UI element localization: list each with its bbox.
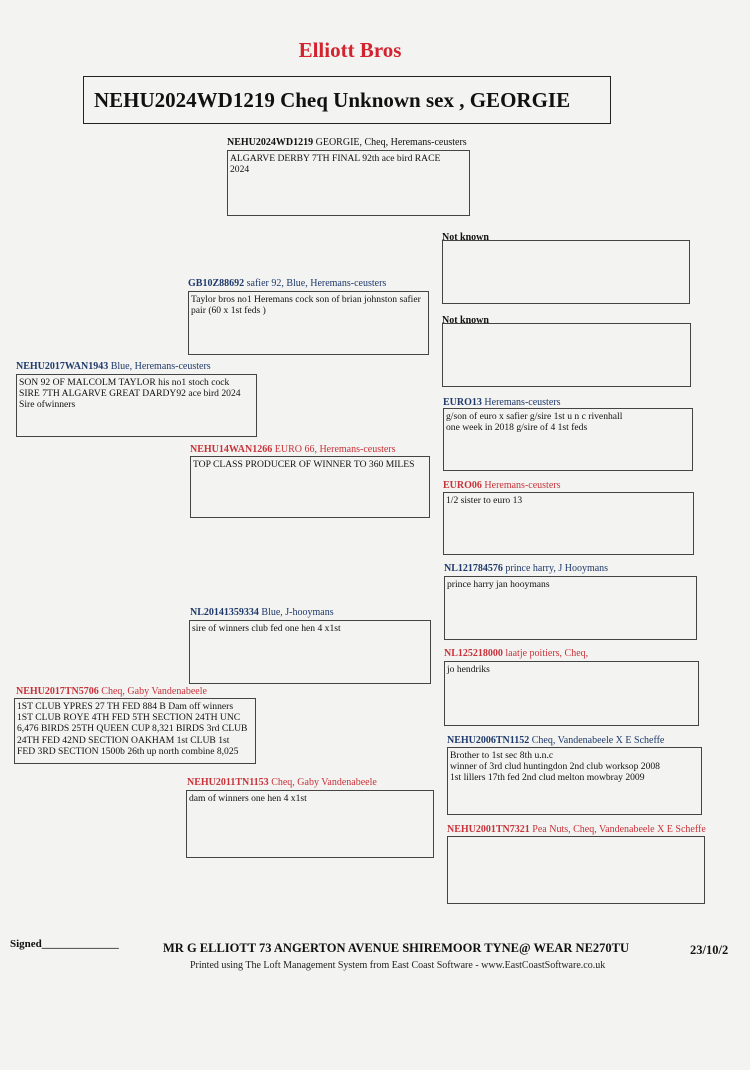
ddd-label: NEHU2001TN7321 Pea Nuts, Cheq, Vandenabe… bbox=[447, 824, 706, 836]
dam-ring: NL20141359334 bbox=[190, 607, 259, 618]
ssd-ring: Not known bbox=[442, 315, 489, 326]
sds-ring: EURO13 bbox=[443, 397, 482, 408]
sire-dam-notes-box: TOP CLASS PRODUCER OF WINNER TO 360 MILE… bbox=[190, 456, 430, 518]
subject-ring: NEHU2024WD1219 bbox=[227, 137, 314, 148]
sdd-ring: EURO06 bbox=[443, 480, 482, 491]
document-title: Elliott Bros bbox=[298, 38, 402, 62]
dam-desc: Blue, J-hooymans bbox=[258, 607, 334, 618]
sdd-desc: Heremans-ceusters bbox=[481, 480, 561, 491]
sire-sire-label: NEHU2017WAN1943 Blue, Heremans-ceusters bbox=[16, 361, 211, 373]
dsd-ring: NL125218000 bbox=[444, 648, 503, 659]
sds-label: EURO13 Heremans-ceusters bbox=[443, 397, 560, 409]
subject-notes-box: ALGARVE DERBY 7TH FINAL 92th ace bird RA… bbox=[227, 150, 470, 216]
sss-ring: Not known bbox=[442, 232, 489, 243]
sdd-notes-box: 1/2 sister to euro 13 bbox=[443, 492, 694, 555]
dam-sire-notes-box: 1ST CLUB YPRES 27 TH FED 884 B Dam off w… bbox=[14, 698, 256, 764]
sdd-label: EURO06 Heremans-ceusters bbox=[443, 480, 560, 492]
printed-by: Printed using The Loft Management System… bbox=[190, 960, 606, 971]
dds-ring: NEHU2006TN1152 bbox=[447, 735, 530, 746]
sire-ring: GB10Z88692 bbox=[188, 278, 245, 289]
ddd-desc: Pea Nuts, Cheq, Vandenabeele X E Scheffe bbox=[529, 824, 706, 835]
dss-notes-box: prince harry jan hooymans bbox=[444, 576, 697, 640]
dds-desc: Cheq, Vandenabeele X E Scheffe bbox=[529, 735, 665, 746]
dds-label: NEHU2006TN1152 Cheq, Vandenabeele X E Sc… bbox=[447, 735, 664, 747]
subject-header-text: NEHU2024WD1219 Cheq Unknown sex , GEORGI… bbox=[94, 87, 571, 112]
dsd-notes-box: jo hendriks bbox=[444, 661, 699, 726]
dds-notes-box: Brother to 1st sec 8th u.n.c winner of 3… bbox=[447, 747, 702, 815]
dam-dam-label: NEHU2011TN1153 Cheq, Gaby Vandenabeele bbox=[187, 777, 377, 789]
sss-notes-box bbox=[442, 240, 690, 304]
sire-dam-desc: EURO 66, Heremans-ceusters bbox=[272, 444, 396, 455]
ddd-notes-box bbox=[447, 836, 705, 904]
sire-dam-ring: NEHU14WAN1266 bbox=[190, 444, 273, 455]
dam-dam-notes-box: dam of winners one hen 4 x1st bbox=[186, 790, 434, 858]
owner-address: MR G ELLIOTT 73 ANGERTON AVENUE SHIREMOO… bbox=[163, 941, 630, 955]
signed-line: Signed______________ bbox=[10, 938, 119, 950]
sire-notes-box: Taylor bros no1 Heremans cock son of bri… bbox=[188, 291, 429, 355]
sire-label: GB10Z88692 safier 92, Blue, Heremans-ceu… bbox=[188, 278, 386, 290]
ssd-label: Not known bbox=[442, 315, 489, 327]
print-date: 23/10/2 bbox=[690, 943, 729, 957]
dam-dam-ring: NEHU2011TN1153 bbox=[187, 777, 269, 788]
ddd-ring: NEHU2001TN7321 bbox=[447, 824, 530, 835]
dss-desc: prince harry, J Hooymans bbox=[502, 563, 609, 574]
subject-header-box: NEHU2024WD1219 Cheq Unknown sex , GEORGI… bbox=[83, 76, 611, 124]
dam-sire-ring: NEHU2017TN5706 bbox=[16, 686, 99, 697]
dam-label: NL20141359334 Blue, J-hooymans bbox=[190, 607, 334, 619]
sire-sire-notes-box: SON 92 OF MALCOLM TAYLOR his no1 stoch c… bbox=[16, 374, 257, 437]
sire-dam-label: NEHU14WAN1266 EURO 66, Heremans-ceusters bbox=[190, 444, 396, 456]
subject-desc: GEORGIE, Cheq, Heremans-ceusters bbox=[313, 137, 467, 148]
dss-label: NL121784576 prince harry, J Hooymans bbox=[444, 563, 608, 575]
sds-desc: Heremans-ceusters bbox=[481, 397, 561, 408]
dam-sire-label: NEHU2017TN5706 Cheq, Gaby Vandenabeele bbox=[16, 686, 207, 698]
subject-label: NEHU2024WD1219 GEORGIE, Cheq, Heremans-c… bbox=[227, 137, 467, 149]
ssd-notes-box bbox=[442, 323, 691, 387]
sire-sire-ring: NEHU2017WAN1943 bbox=[16, 361, 109, 372]
dam-notes-box: sire of winners club fed one hen 4 x1st bbox=[189, 620, 431, 684]
sss-label: Not known bbox=[442, 232, 489, 244]
sire-desc: safier 92, Blue, Heremans-ceusters bbox=[244, 278, 387, 289]
sire-sire-desc: Blue, Heremans-ceusters bbox=[108, 361, 211, 372]
sds-notes-box: g/son of euro x safier g/sire 1st u n c … bbox=[443, 408, 693, 471]
dsd-label: NL125218000 laatje poitiers, Cheq, bbox=[444, 648, 588, 660]
dss-ring: NL121784576 bbox=[444, 563, 503, 574]
dsd-desc: laatje poitiers, Cheq, bbox=[502, 648, 589, 659]
dam-sire-desc: Cheq, Gaby Vandenabeele bbox=[98, 686, 207, 697]
dam-dam-desc: Cheq, Gaby Vandenabeele bbox=[268, 777, 377, 788]
